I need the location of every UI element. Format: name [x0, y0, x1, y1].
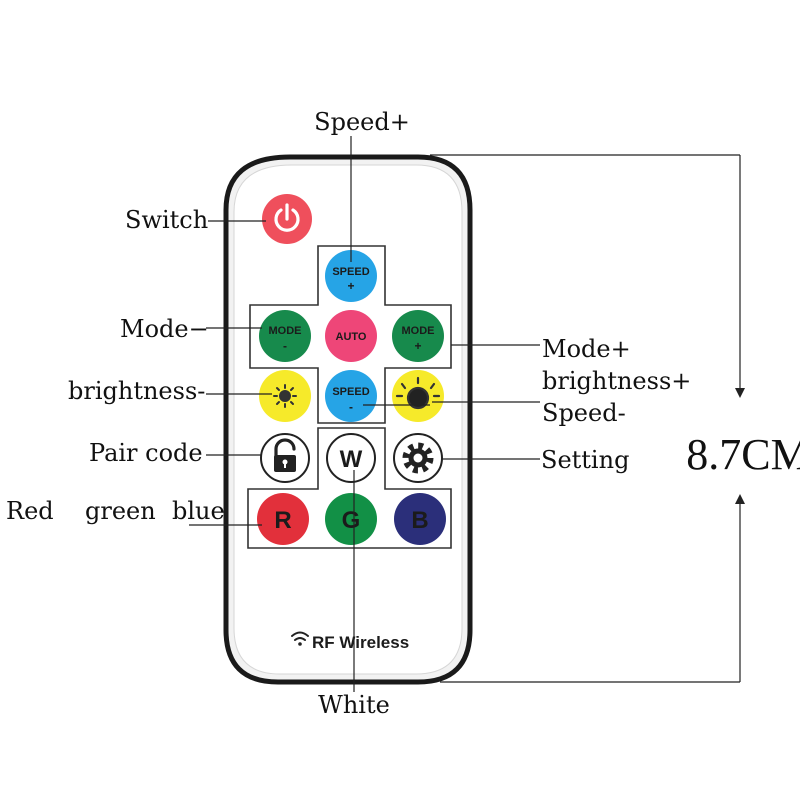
- blue-button-label: B: [411, 507, 428, 534]
- button-group-outlines: [247, 245, 452, 549]
- mode-up-button[interactable]: MODE +: [392, 310, 444, 362]
- red-button-label: R: [274, 507, 291, 534]
- pair-code-button[interactable]: [260, 433, 310, 483]
- speed-down-label: SPEED: [332, 386, 369, 398]
- rf-wireless-text: RF Wireless: [312, 633, 409, 652]
- brightness-up-button[interactable]: [392, 370, 444, 422]
- speed-up-button[interactable]: SPEED +: [325, 250, 377, 302]
- wifi-icon: [291, 631, 309, 646]
- label-setting: Setting: [541, 446, 629, 474]
- label-white: White: [318, 691, 390, 719]
- white-button-label: W: [340, 446, 363, 473]
- mode-down-sign: -: [283, 339, 287, 353]
- label-switch: Switch: [125, 206, 208, 234]
- auto-button[interactable]: AUTO: [325, 310, 377, 362]
- speed-down-button[interactable]: SPEED -: [325, 370, 377, 422]
- power-icon: [274, 203, 300, 232]
- label-speed-minus: Speed-: [542, 399, 626, 427]
- unlock-icon: [274, 438, 296, 472]
- label-mode-minus: Mode−: [120, 315, 209, 343]
- label-blue: blue: [172, 497, 225, 525]
- brightness-down-button[interactable]: [259, 370, 311, 422]
- mode-down-label: MODE: [269, 325, 302, 337]
- leader-lines: [189, 136, 540, 692]
- setting-button[interactable]: [393, 433, 443, 483]
- callout-labels: Speed+ Switch Mode− brightness- Pair cod…: [6, 108, 691, 719]
- mode-up-sign: +: [414, 339, 421, 353]
- power-button[interactable]: [262, 194, 312, 244]
- label-speed-plus: Speed+: [314, 108, 410, 136]
- label-red: Red: [6, 497, 54, 525]
- speed-up-label: SPEED: [332, 266, 369, 278]
- speed-up-sign: +: [347, 279, 354, 293]
- speed-down-sign: -: [349, 400, 353, 414]
- gear-icon: [402, 442, 434, 474]
- white-button[interactable]: W: [326, 433, 376, 483]
- red-button[interactable]: R: [257, 493, 309, 545]
- mode-up-label: MODE: [402, 325, 435, 337]
- sun-small-icon: [273, 384, 297, 408]
- rf-wireless-branding: RF Wireless: [291, 631, 409, 652]
- dimension-indicator: 8.7CM: [430, 154, 800, 683]
- auto-label: AUTO: [336, 331, 367, 343]
- blue-button[interactable]: B: [394, 493, 446, 545]
- green-button[interactable]: G: [325, 493, 377, 545]
- label-green: green: [85, 497, 156, 525]
- label-brightness-plus: brightness+: [542, 367, 691, 395]
- mode-down-button[interactable]: MODE -: [259, 310, 311, 362]
- green-button-label: G: [342, 507, 361, 534]
- label-brightness-minus: brightness-: [68, 377, 205, 405]
- height-dimension: 8.7CM: [686, 430, 800, 479]
- label-mode-plus: Mode+: [542, 335, 631, 363]
- label-pair-code: Pair code: [89, 439, 203, 467]
- sun-large-icon: [395, 376, 441, 410]
